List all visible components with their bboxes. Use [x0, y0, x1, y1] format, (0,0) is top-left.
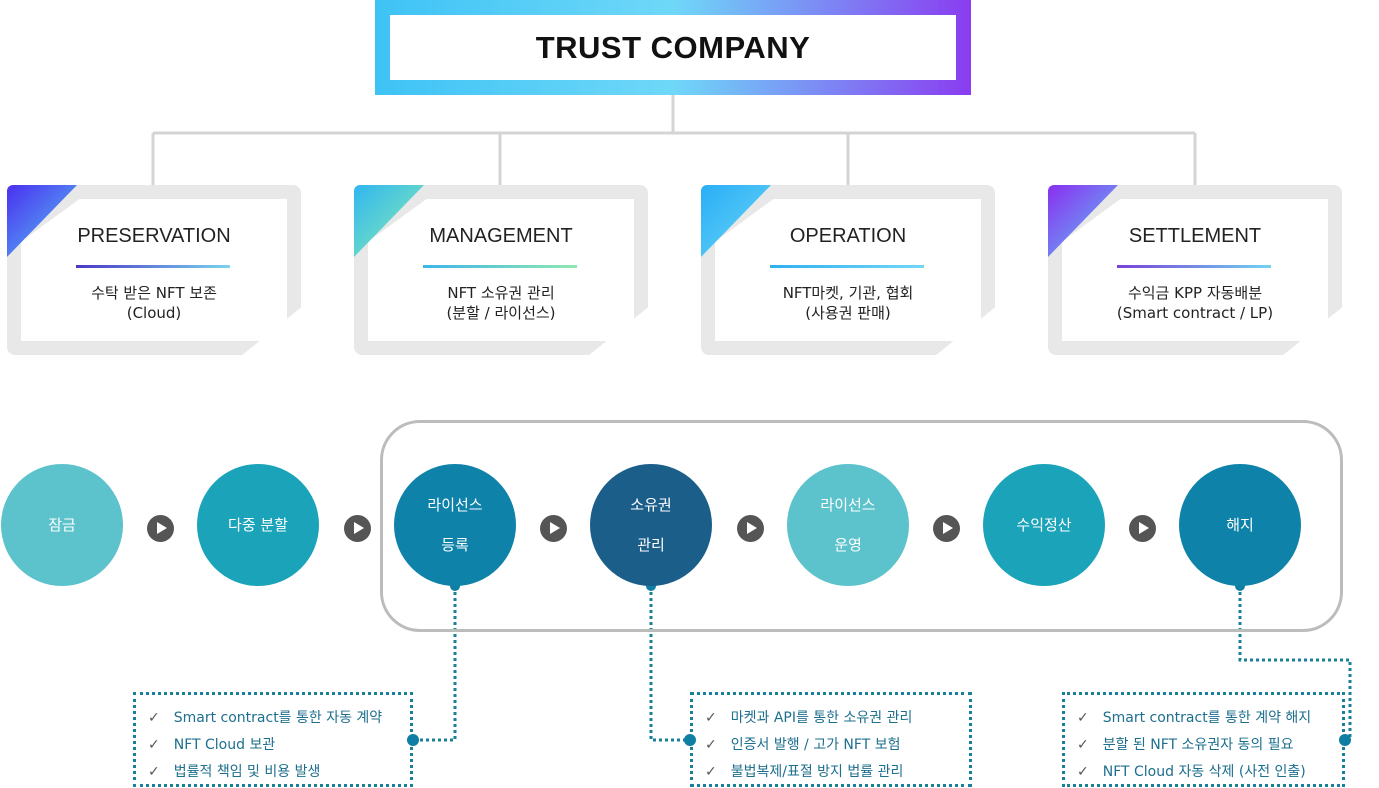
play-arrow-icon: [933, 515, 960, 542]
note-item: ✓분할 된 NFT 소유권자 동의 필요: [1077, 737, 1294, 753]
play-arrow-icon: [343, 515, 371, 542]
play-arrow-icon: [147, 515, 174, 542]
note-item: ✓NFT Cloud 자동 삭제 (사전 인출): [1077, 764, 1306, 780]
process-group-frame: [380, 420, 1343, 632]
title: TRUST COMPANY: [390, 15, 956, 80]
card-operation: OPERATION NFT마켓, 기관, 협회(사용권 판매): [701, 185, 995, 355]
check-icon: ✓: [148, 710, 160, 726]
process-step: 다중 분할: [197, 464, 319, 586]
note-item: ✓인증서 발행 / 고가 NFT 보험: [705, 737, 901, 753]
check-icon: ✓: [705, 710, 717, 726]
check-icon: ✓: [148, 764, 160, 780]
play-arrow-icon: [540, 515, 567, 542]
note-termination: ✓Smart contract를 통한 계약 해지 ✓분할 된 NFT 소유권자…: [1062, 692, 1345, 787]
check-icon: ✓: [1077, 710, 1089, 726]
check-icon: ✓: [705, 764, 717, 780]
play-arrow-icon: [736, 515, 764, 542]
connector-dot: [684, 734, 696, 746]
note-item: ✓법률적 책임 및 비용 발생: [148, 764, 321, 780]
card-settlement: SETTLEMENT 수익금 KPP 자동배분(Smart contract /…: [1048, 185, 1342, 355]
card-management: MANAGEMENT NFT 소유권 관리(분할 / 라이선스): [354, 185, 648, 355]
check-icon: ✓: [1077, 737, 1089, 753]
process-step: 잠금: [1, 464, 123, 586]
check-icon: ✓: [705, 737, 717, 753]
note-license-registration: ✓Smart contract를 통한 자동 계약 ✓NFT Cloud 보관 …: [133, 692, 413, 787]
title-box: TRUST COMPANY: [375, 0, 971, 95]
process-step: 해지: [1179, 464, 1301, 586]
check-icon: ✓: [148, 737, 160, 753]
connector-dot: [1339, 734, 1351, 746]
process-step: 수익정산: [983, 464, 1105, 586]
card-preservation: PRESERVATION 수탁 받은 NFT 보존(Cloud): [7, 185, 301, 355]
note-item: ✓Smart contract를 통한 계약 해지: [1077, 710, 1312, 726]
play-arrow-icon: [1129, 515, 1156, 542]
note-ownership-management: ✓마켓과 API를 통한 소유권 관리 ✓인증서 발행 / 고가 NFT 보험 …: [690, 692, 972, 787]
note-item: ✓NFT Cloud 보관: [148, 737, 276, 753]
check-icon: ✓: [1077, 764, 1089, 780]
note-item: ✓마켓과 API를 통한 소유권 관리: [705, 710, 913, 726]
connector-dot: [407, 734, 419, 746]
note-item: ✓Smart contract를 통한 자동 계약: [148, 710, 383, 726]
note-item: ✓불법복제/표절 방지 법률 관리: [705, 764, 904, 780]
